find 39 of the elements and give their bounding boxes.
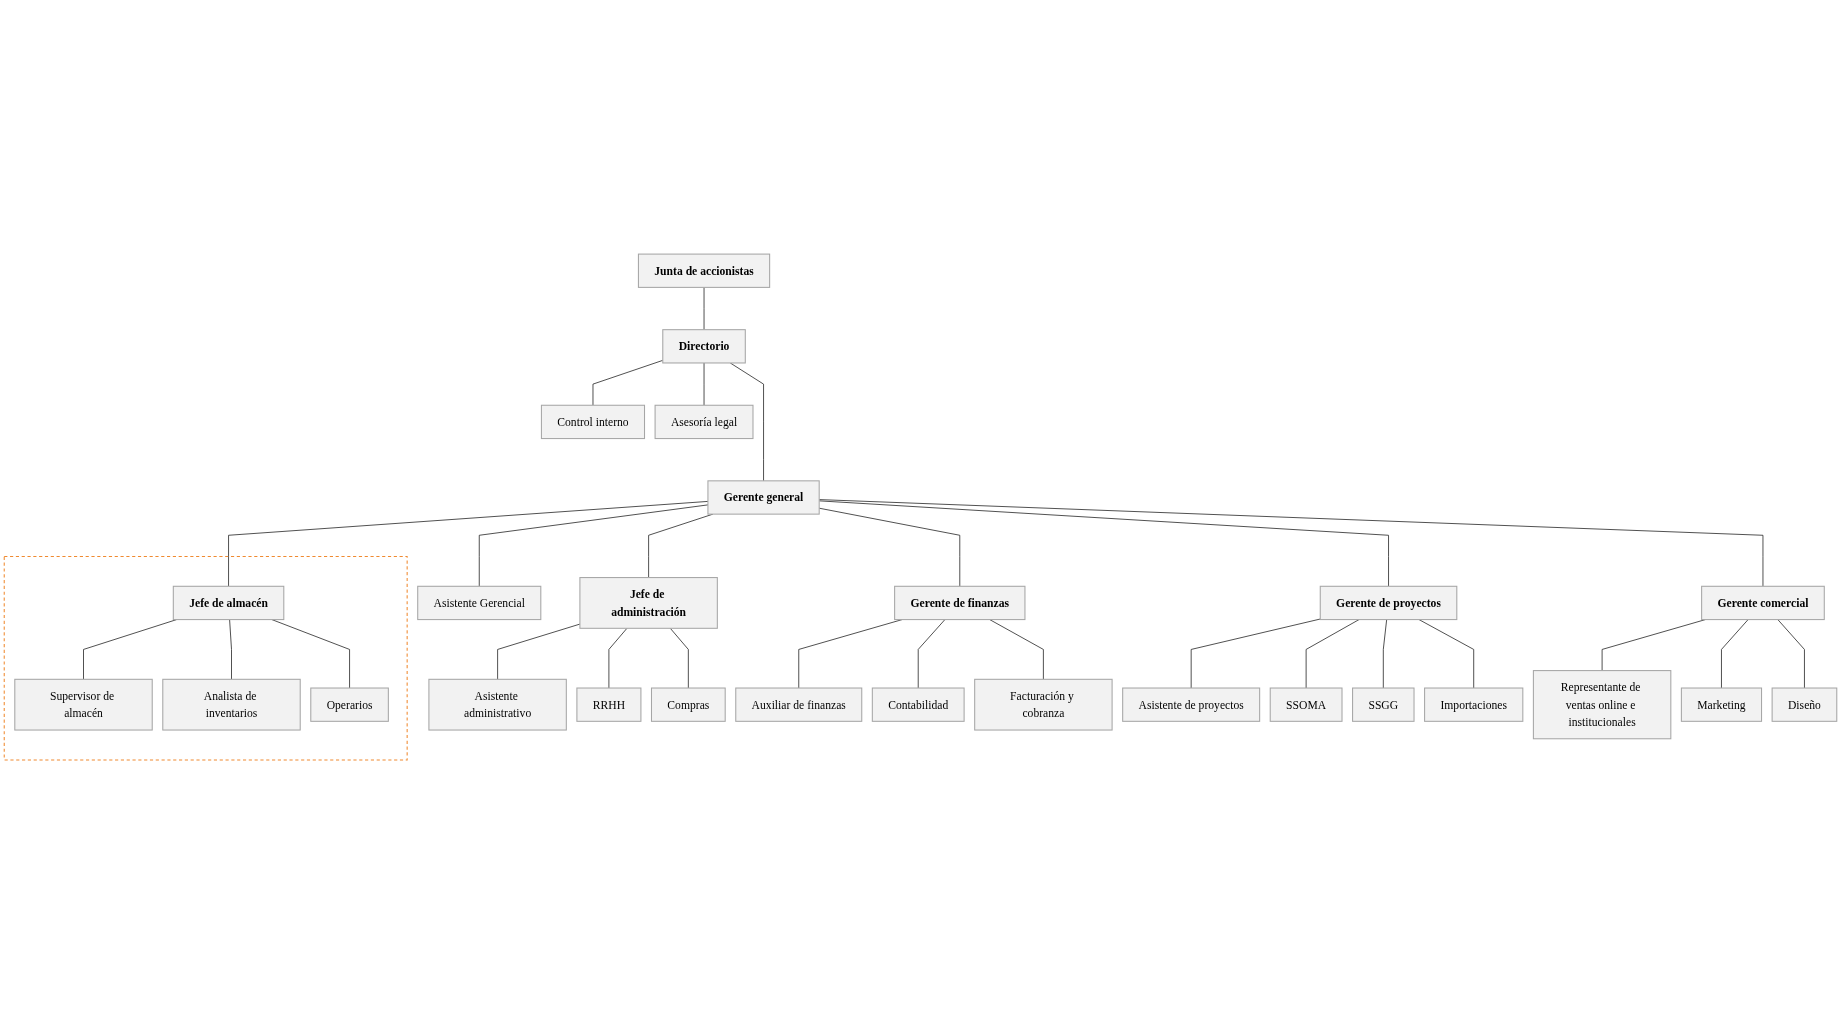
- node-box: Gerente de finanzas: [894, 585, 1026, 621]
- connector: [608, 627, 628, 689]
- connector: [989, 619, 1044, 680]
- node-box: Facturación y cobranza: [974, 678, 1113, 731]
- connector: [669, 627, 689, 689]
- node-box: Gerente de proyectos: [1319, 585, 1458, 621]
- node-box: Representante de ventas online e institucionales: [1532, 670, 1672, 740]
- node-box: Asesoría legal: [654, 404, 754, 440]
- node-box: RRHH: [576, 687, 642, 722]
- node-box: Contabilidad: [871, 687, 965, 722]
- connector: [271, 619, 350, 689]
- node-box: Analista de inventarios: [162, 678, 301, 731]
- node-box: Directorio: [662, 329, 746, 364]
- node-box: Diseño: [1771, 687, 1838, 722]
- node-box: Asistente de proyectos: [1122, 687, 1261, 722]
- node-box: Control interno: [540, 404, 646, 440]
- connector: [229, 619, 232, 680]
- node-box: Asistente administrativo: [428, 678, 567, 731]
- node-box: Compras: [650, 687, 726, 722]
- node-box: Importaciones: [1424, 687, 1524, 722]
- connector: [1777, 619, 1805, 689]
- node-box: Junta de accionistas: [637, 253, 771, 288]
- node-box: Supervisor de almacén: [14, 678, 153, 731]
- node-box: Asistente Gerencial: [417, 585, 542, 621]
- node-box: Gerente comercial: [1701, 585, 1825, 621]
- node-box: Operarios: [310, 687, 389, 722]
- node-box: Auxiliar de finanzas: [735, 687, 863, 722]
- cluster: [3, 555, 408, 761]
- connector: [1721, 619, 1749, 689]
- node-box: SSGG: [1352, 687, 1415, 722]
- connector: [729, 362, 764, 482]
- node-box: Gerente general: [707, 480, 820, 515]
- connector: [1382, 619, 1388, 689]
- connector: [917, 619, 946, 689]
- node-box: Marketing: [1680, 687, 1763, 722]
- node-box: Jefe de almacén: [172, 585, 285, 621]
- connector: [1190, 618, 1321, 689]
- node-box: Jefe de administración: [579, 577, 718, 629]
- node-box: SSOMA: [1269, 687, 1343, 722]
